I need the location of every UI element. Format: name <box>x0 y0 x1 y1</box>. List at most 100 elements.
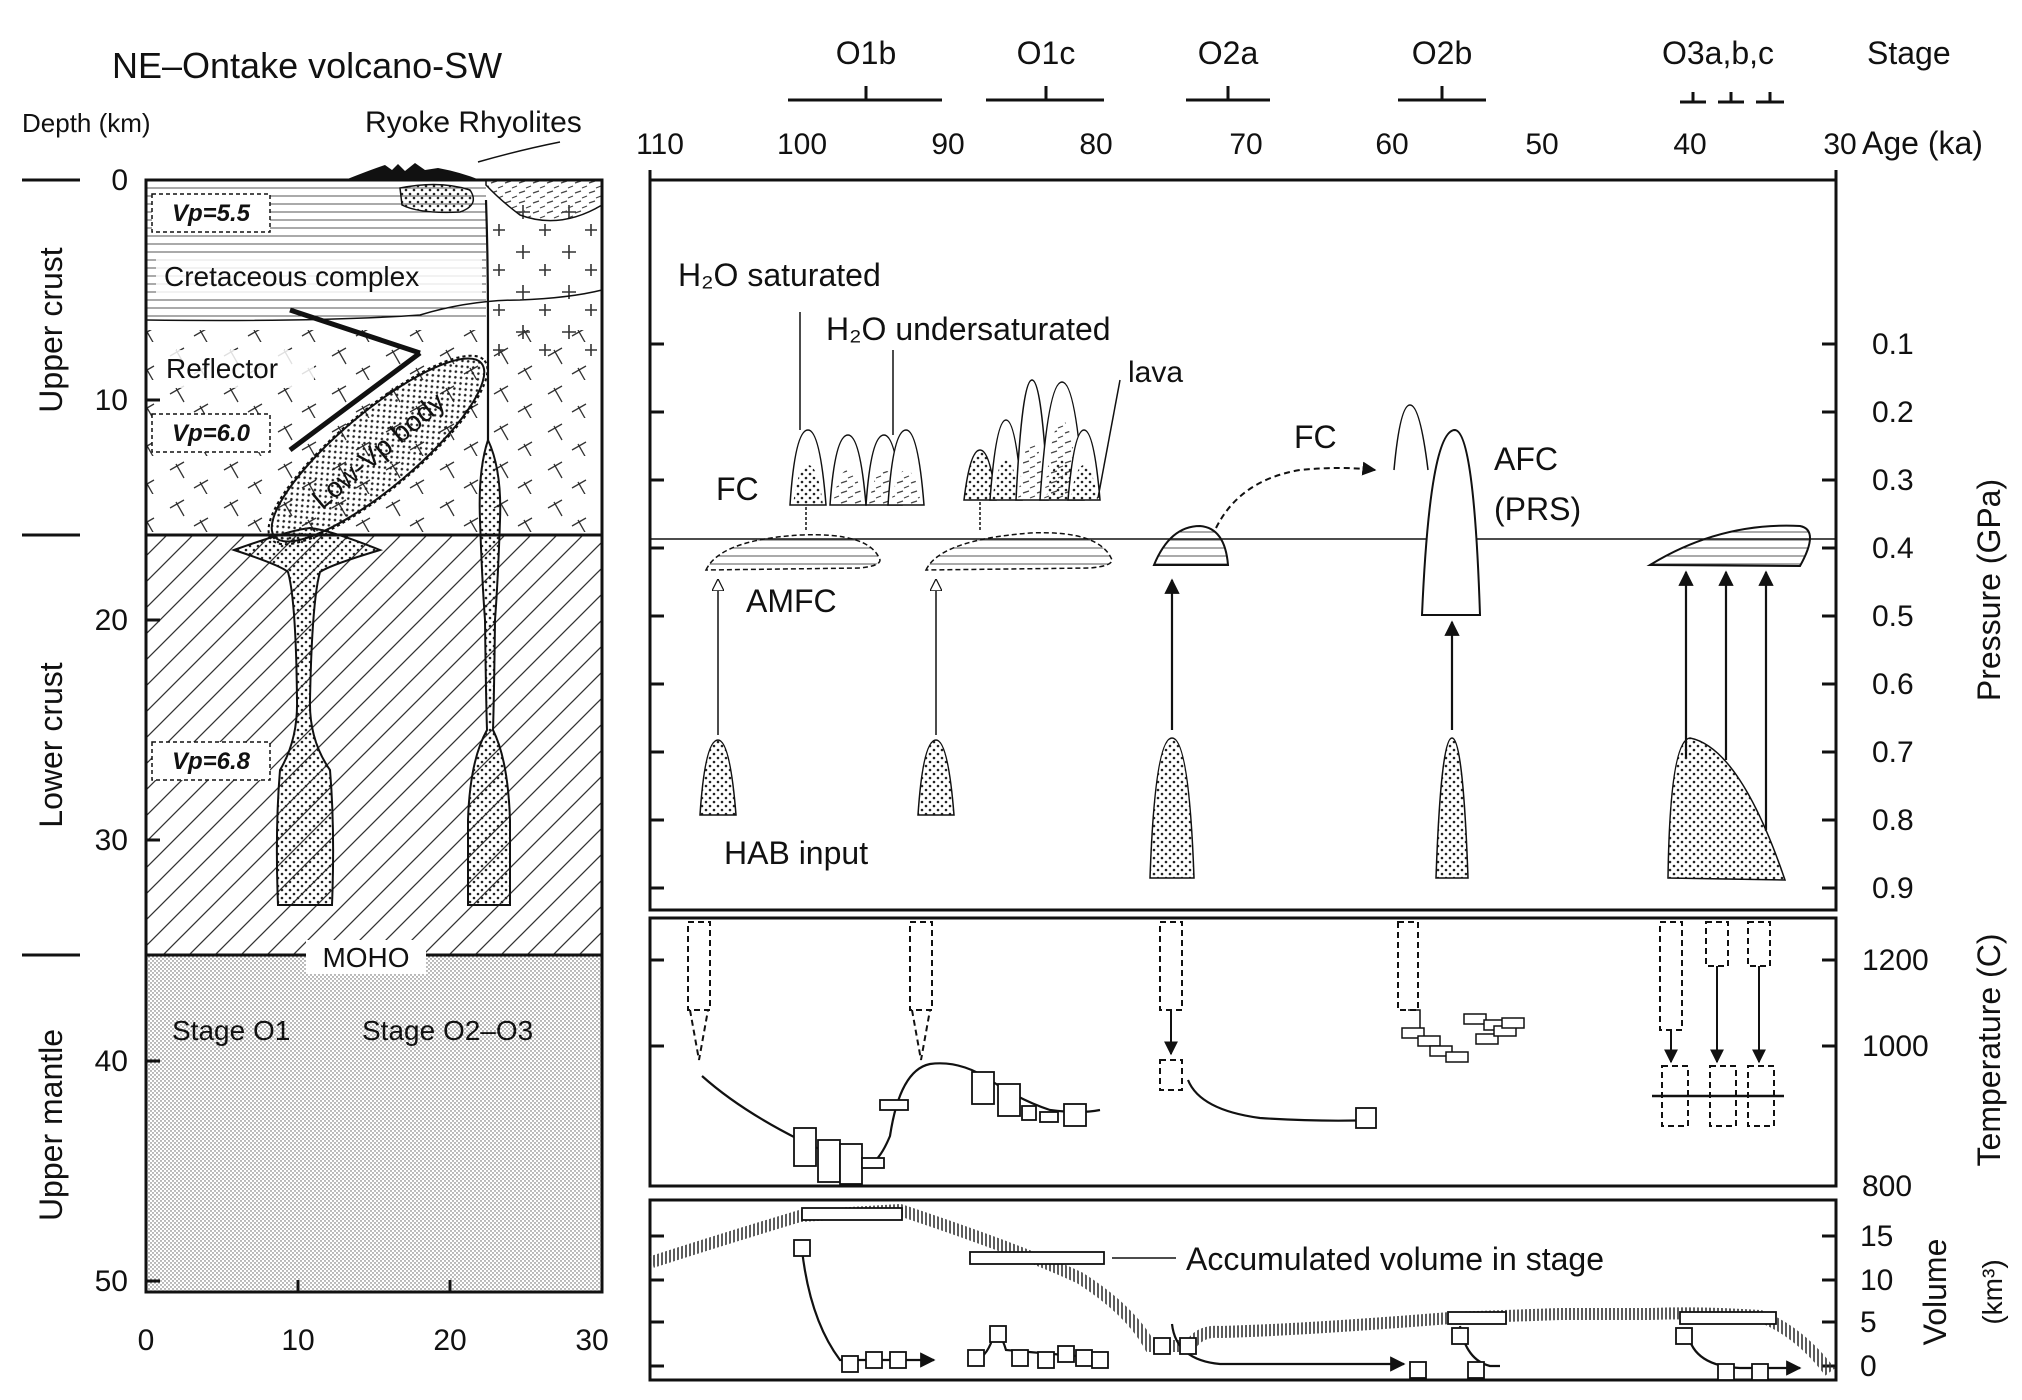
cretaceous-label-bg <box>156 256 482 296</box>
v-tick-15: 15 <box>1860 1220 1893 1253</box>
amfc-reservoir-o1b <box>704 533 881 571</box>
acc-box-o2b <box>1447 1311 1507 1325</box>
age-tick-60: 60 <box>1375 128 1408 161</box>
age-tick-80: 80 <box>1079 128 1112 161</box>
volume-panel: 15 10 5 0 Volume (km³) Accumulated volum… <box>648 1198 2008 1383</box>
fc-label-1: FC <box>716 471 759 507</box>
left-frame <box>144 178 604 1294</box>
stage-o1c: O1c <box>1017 35 1076 71</box>
volume-axis-label: Volume <box>1917 1239 1953 1346</box>
temperature-axis-label: Temperature (C) <box>1971 934 2007 1167</box>
pressure-ticks: 0.1 0.2 0.3 0.4 0.5 0.6 0.7 0.8 0.9 <box>650 328 1914 905</box>
p-tick-09: 0.9 <box>1872 872 1914 905</box>
age-axis: 110 100 90 80 70 60 50 40 30 Age (ka) <box>636 125 1983 161</box>
upper-crust-label: Upper crust <box>33 247 69 413</box>
v-tick-5: 5 <box>1860 1306 1877 1339</box>
stage-age-header: Stage O1b O1c O2a O2b O3a,b,c 110 100 90… <box>636 35 1983 161</box>
left-crustal-section: NE–Ontake volcano-SW Depth (km) Ryoke Rh… <box>22 45 609 1357</box>
pressure-panel: 0.1 0.2 0.3 0.4 0.5 0.6 0.7 0.8 0.9 Pres… <box>648 170 2007 912</box>
stage-o2o3-conduit <box>467 437 511 906</box>
reflector-label: Reflector <box>166 353 278 384</box>
p-tick-06: 0.6 <box>1872 668 1914 701</box>
stage-o1b: O1b <box>836 35 896 71</box>
feeder-dike <box>484 199 490 440</box>
moho-label: MOHO <box>322 942 409 973</box>
stage-header: Stage <box>1867 35 1951 71</box>
age-tick-40: 40 <box>1673 128 1706 161</box>
ryoke-leader <box>477 141 561 163</box>
stage-o1-conduit <box>230 526 384 906</box>
reflector-line <box>288 307 422 453</box>
afc-prs-chamber <box>1420 428 1482 616</box>
stage-bars: O1b O1c O2a O2b O3a,b,c <box>788 35 1784 104</box>
hab-input-o1c <box>917 739 955 816</box>
depth-tick-0: 0 <box>111 164 128 197</box>
o2a-magma-system <box>1149 461 1377 879</box>
o3-volume-path <box>1686 1333 1802 1376</box>
granite-body <box>486 200 602 360</box>
temperature-input-boxes <box>687 921 1775 1127</box>
temperature-panel: 1200 1000 800 Temperature (C) <box>648 916 2007 1203</box>
hab-input-o2a <box>1149 737 1195 879</box>
depth-ticks: 0 10 20 30 40 50 <box>95 164 160 1298</box>
ryoke-rhyolite-body <box>485 179 603 222</box>
stage-o2b: O2b <box>1412 35 1472 71</box>
age-tick-90: 90 <box>931 128 964 161</box>
t-tick-1000: 1000 <box>1862 1030 1929 1063</box>
x-tick-10: 10 <box>281 1324 314 1357</box>
stage-o3abc: O3a,b,c <box>1662 35 1774 71</box>
vp60-box <box>151 413 271 453</box>
stage-o2o3-label: Stage O2–O3 <box>362 1015 533 1046</box>
o2b-magma-system <box>1393 404 1482 879</box>
o3-magma-system <box>1646 524 1811 881</box>
reflector-label-bg <box>160 350 314 388</box>
age-tick-50: 50 <box>1525 128 1558 161</box>
acc-box-o1b <box>801 1207 903 1221</box>
p-tick-02: 0.2 <box>1872 396 1914 429</box>
o2b-temperature-boxes <box>1401 1009 1525 1063</box>
pressure-frame <box>648 178 1838 912</box>
hab-input-o1b <box>699 739 737 816</box>
x-tick-0: 0 <box>138 1324 155 1357</box>
hab-input-o2b <box>1435 737 1469 879</box>
prs-label: (PRS) <box>1494 491 1581 527</box>
temperature-frame <box>648 916 1838 1188</box>
acc-box-o1c <box>969 1251 1105 1265</box>
volume-boxes <box>793 1239 1769 1381</box>
ryoke-label: Ryoke Rhyolites <box>365 106 582 139</box>
depth-tick-10: 10 <box>95 384 128 417</box>
amfc-label: AMFC <box>746 583 837 619</box>
cretaceous-label: Cretaceous complex <box>164 261 419 292</box>
left-title: NE–Ontake volcano-SW <box>112 45 502 86</box>
vp68-label: Vp=6.8 <box>172 748 251 775</box>
volcano-edifice <box>345 163 480 180</box>
upper-mantle-band <box>146 955 602 1292</box>
lower-crust-label: Lower crust <box>33 662 69 828</box>
age-tick-110: 110 <box>636 128 684 161</box>
vp55-box <box>151 193 271 233</box>
stage-o2a: O2a <box>1198 35 1259 71</box>
depth-axis-label: Depth (km) <box>22 108 151 138</box>
p-tick-01: 0.1 <box>1872 328 1914 361</box>
depth-tick-20: 20 <box>95 604 128 637</box>
p-tick-07: 0.7 <box>1872 736 1914 769</box>
shallow-chamber <box>399 183 475 214</box>
reservoir-o3 <box>1646 524 1811 568</box>
vp55-label: Vp=5.5 <box>172 200 251 227</box>
vp60-label: Vp=6.0 <box>172 420 251 447</box>
o1b-magma-system <box>699 312 925 816</box>
hab-input-label: HAB input <box>724 835 868 871</box>
horizontal-ticks: 0 10 20 30 <box>138 1280 609 1357</box>
cretaceous-boundary <box>145 289 603 322</box>
t-tick-800: 800 <box>1862 1170 1912 1203</box>
pressure-axis-label: Pressure (GPa) <box>1971 479 2007 701</box>
depth-tick-50: 50 <box>95 1265 128 1298</box>
o1-temperature-boxes <box>793 1071 1087 1185</box>
amfc-reservoir-o1c <box>924 531 1113 571</box>
accumulated-volume-band <box>650 1203 1835 1376</box>
h2o-saturated-label: H₂O saturated <box>678 257 881 293</box>
volume-frame <box>648 1198 1838 1382</box>
lava-label: lava <box>1128 356 1183 389</box>
vp68-box <box>151 741 271 781</box>
moho-label-bg <box>306 940 426 974</box>
